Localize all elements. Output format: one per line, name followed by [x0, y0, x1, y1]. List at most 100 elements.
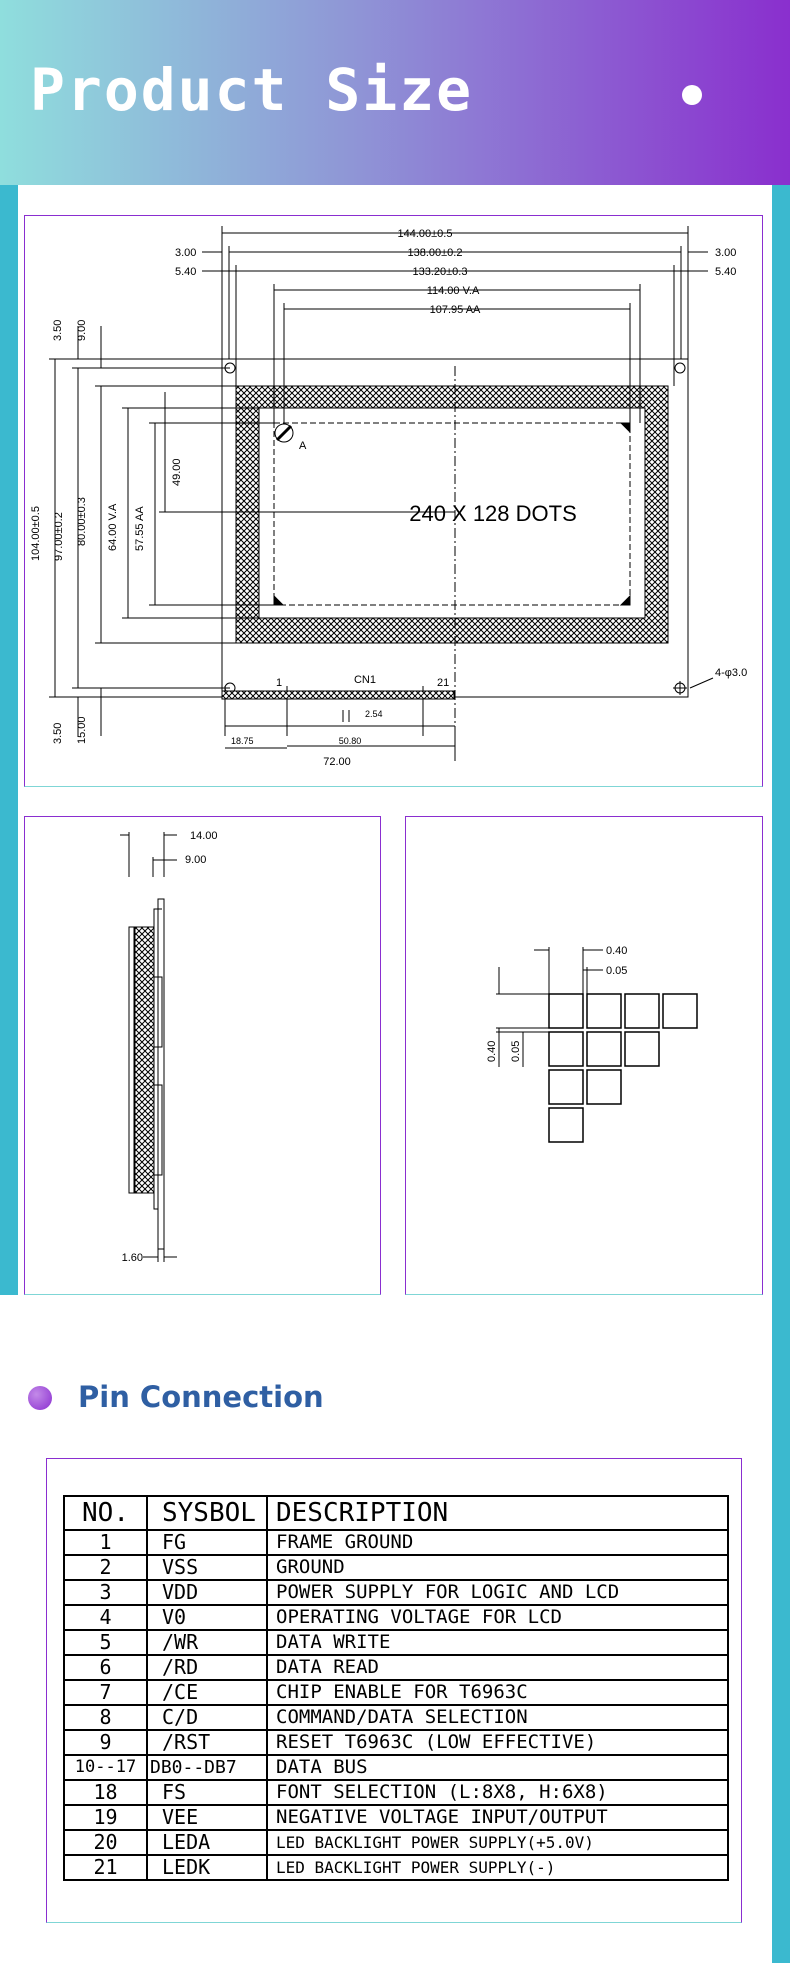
cell-description: LED BACKLIGHT POWER SUPPLY(-) [266, 1854, 729, 1881]
cell-description: FRAME GROUND [266, 1529, 729, 1556]
dim-35-top: 3.50 [52, 320, 64, 341]
cell-description: NEGATIVE VOLTAGE INPUT/OUTPUT [266, 1804, 729, 1831]
cell-description: OPERATING VOLTAGE FOR LCD [266, 1604, 729, 1631]
dot-size-drawing: 0.40 0.05 0.40 0.05 [405, 816, 763, 1295]
side-view-drawing: 14.00 9.00 1.60 [24, 816, 381, 1295]
dim-97: 97.00±0.2 [53, 512, 65, 561]
cell-no: 20 [63, 1829, 148, 1856]
cell-symbol: /RD [146, 1654, 268, 1681]
dim-133: 133.20±0.3 [413, 266, 468, 278]
connector-label: CN1 [354, 674, 376, 686]
dim-138: 138.00±0.2 [408, 247, 463, 259]
holes-label: 4-φ3.0 [715, 667, 747, 679]
dim-14: 14.00 [190, 830, 218, 842]
cell-no: 9 [63, 1729, 148, 1756]
dim-72: 72.00 [323, 756, 351, 768]
resolution-label: 240 X 128 DOTS [409, 501, 577, 526]
dim-040-top: 0.40 [606, 945, 627, 957]
dim-35-bottom: 3.50 [52, 723, 64, 744]
dim-005-left: 0.05 [510, 1041, 522, 1062]
cell-symbol: V0 [146, 1604, 268, 1631]
right-side-bar [772, 185, 790, 1963]
dim-10795: 107.95 AA [430, 304, 481, 316]
side-drawing-svg: 14.00 9.00 1.60 [120, 830, 218, 1264]
cell-no: 1 [63, 1529, 148, 1556]
cell-no: 7 [63, 1679, 148, 1706]
cell-no: 21 [63, 1854, 148, 1881]
cell-symbol: /WR [146, 1629, 268, 1656]
cell-no: 5 [63, 1629, 148, 1656]
dim-54-right: 5.40 [715, 266, 736, 278]
cell-no: 2 [63, 1554, 148, 1581]
dim-3-right: 3.00 [715, 247, 736, 259]
bullet-icon [28, 1386, 52, 1410]
main-drawing-svg: 144.00±0.5 138.00±0.2 133.20±0.3 114.00 … [30, 226, 747, 768]
cell-no: 6 [63, 1654, 148, 1681]
dim-54-left: 5.40 [175, 266, 196, 278]
cell-no: 3 [63, 1579, 148, 1606]
corner-mark-label: A [299, 440, 307, 452]
dim-80: 80.00±0.3 [76, 497, 88, 546]
cell-symbol: FS [146, 1779, 268, 1806]
main-dimension-drawing: 144.00±0.5 138.00±0.2 133.20±0.3 114.00 … [24, 215, 763, 787]
cell-symbol: FG [146, 1529, 268, 1556]
dot-drawing-svg: 0.40 0.05 0.40 0.05 [486, 945, 698, 1143]
dim-3-left: 3.00 [175, 247, 196, 259]
cell-description: DATA READ [266, 1654, 729, 1681]
dim-254: 2.54 [365, 709, 383, 719]
dim-9-side: 9.00 [185, 854, 206, 866]
header-description: DESCRIPTION [266, 1495, 729, 1531]
dim-16: 1.60 [122, 1252, 143, 1264]
dim-15-bottom: 15.00 [76, 716, 88, 744]
cell-description: GROUND [266, 1554, 729, 1581]
dim-1875: 18.75 [231, 736, 254, 746]
dim-49: 49.00 [171, 458, 183, 486]
cell-symbol: /CE [146, 1679, 268, 1706]
cell-description: COMMAND/DATA SELECTION [266, 1704, 729, 1731]
dim-104: 104.00±0.5 [30, 506, 42, 561]
cell-no: 8 [63, 1704, 148, 1731]
left-side-bar [0, 185, 18, 1295]
cell-symbol: VSS [146, 1554, 268, 1581]
page-title: Product Size [30, 56, 474, 124]
dim-9-top: 9.00 [76, 320, 88, 341]
dim-005-top: 0.05 [606, 965, 627, 977]
cell-symbol: DB0--DB7 [146, 1754, 268, 1781]
header-dot-icon [682, 85, 702, 105]
dim-508: 50.80 [339, 736, 362, 746]
cell-description: CHIP ENABLE FOR T6963C [266, 1679, 729, 1706]
cell-description: DATA WRITE [266, 1629, 729, 1656]
cell-symbol: C/D [146, 1704, 268, 1731]
cell-symbol: LEDA [146, 1829, 268, 1856]
cell-symbol: VDD [146, 1579, 268, 1606]
dot-grid [548, 993, 698, 1143]
cell-description: POWER SUPPLY FOR LOGIC AND LCD [266, 1579, 729, 1606]
dim-144: 144.00±0.5 [398, 228, 453, 240]
pin-last-label: 21 [437, 677, 449, 689]
pin-connection-title: Pin Connection [78, 1380, 324, 1414]
cell-symbol: LEDK [146, 1854, 268, 1881]
dim-64: 64.00 V.A [107, 503, 119, 551]
header-no: NO. [63, 1495, 148, 1531]
cell-symbol: VEE [146, 1804, 268, 1831]
dim-114: 114.00 V.A [427, 285, 480, 297]
cell-symbol: /RST [146, 1729, 268, 1756]
cell-description: RESET T6963C (LOW EFFECTIVE) [266, 1729, 729, 1756]
pin-first-label: 1 [276, 677, 282, 689]
cell-no: 4 [63, 1604, 148, 1631]
cell-description: DATA BUS [266, 1754, 729, 1781]
header-symbol: SYSBOL [146, 1495, 268, 1531]
